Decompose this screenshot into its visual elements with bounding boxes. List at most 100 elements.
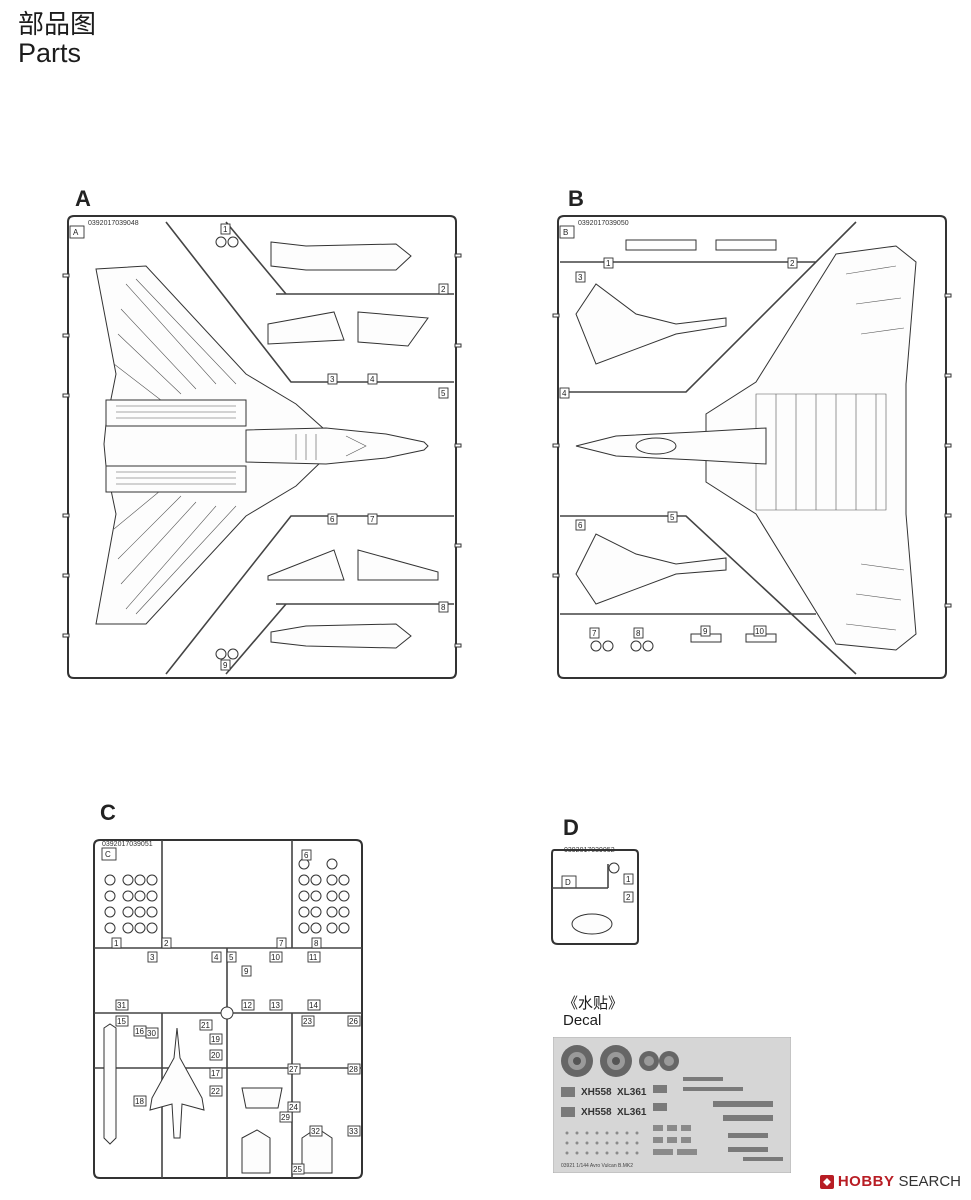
decal-small-stencils	[565, 1125, 697, 1155]
sprue-a-wing-upper	[95, 265, 335, 625]
sprue-b-runners	[560, 221, 857, 675]
sprue-a-runner-diag1	[225, 221, 287, 295]
sprue-a-tag	[69, 225, 85, 239]
sprue-d-runner	[552, 864, 609, 889]
svg-text:6: 6	[304, 851, 309, 860]
sprue-d-frame	[551, 849, 639, 945]
svg-text:21: 21	[201, 1021, 210, 1030]
svg-text:8: 8	[441, 603, 446, 612]
title-english: Parts	[18, 38, 82, 69]
sprue-a-wing-hatching	[113, 278, 237, 615]
svg-text:1: 1	[114, 939, 119, 948]
decal-serials: XH558 XL361 XH558 XL361	[581, 1087, 647, 1118]
decal-markings	[561, 1077, 783, 1161]
svg-text:20: 20	[211, 1051, 220, 1060]
svg-text:22: 22	[211, 1087, 220, 1096]
svg-text:6: 6	[578, 521, 583, 530]
sprue-b-code: 0392017039050	[578, 220, 629, 227]
svg-text:1: 1	[606, 259, 611, 268]
sprue-c-part-block	[241, 1087, 283, 1109]
svg-text:16: 16	[135, 1027, 144, 1036]
svg-text:17: 17	[211, 1069, 220, 1078]
sprue-d-part-1	[608, 862, 620, 874]
sprue-c-code: 0392017039051	[102, 841, 153, 848]
svg-text:32: 32	[311, 1127, 320, 1136]
svg-text:8: 8	[636, 629, 641, 638]
sprue-a: A 0392017039048 1 2 3 4 5 6 7 8 9	[62, 215, 462, 679]
sprue-a-part-3	[267, 311, 345, 345]
sprue-c-center-hub	[220, 1006, 234, 1020]
svg-text:XL361: XL361	[617, 1087, 647, 1098]
svg-text:3: 3	[150, 953, 155, 962]
sprue-d-canopy	[571, 913, 613, 935]
sprue-c-wheels-right	[298, 858, 350, 934]
sprue-b-tag	[559, 225, 575, 239]
sprue-d-label: D	[563, 815, 579, 840]
sprue-c-part-31	[241, 1129, 271, 1174]
svg-text:1: 1	[223, 225, 228, 234]
svg-text:5: 5	[441, 389, 446, 398]
sprue-b-fin-6	[575, 533, 727, 605]
svg-text:2: 2	[626, 893, 631, 902]
svg-text:10: 10	[755, 627, 764, 636]
decal-title-english: Decal	[563, 1012, 602, 1030]
sprue-a-wheel-2	[227, 236, 239, 248]
svg-text:19: 19	[211, 1035, 220, 1044]
decal-sheet: XH558 XL361 XH558 XL361 03921 1/144 Avro…	[553, 1037, 791, 1173]
svg-text:10: 10	[271, 953, 280, 962]
svg-text:7: 7	[370, 515, 375, 524]
sprue-b-part-2	[715, 239, 777, 251]
svg-text:9: 9	[223, 661, 228, 670]
svg-text:3: 3	[578, 273, 583, 282]
sprue-a-code: 0392017039048	[88, 220, 139, 227]
svg-text:1: 1	[626, 875, 631, 884]
svg-text:12: 12	[243, 1001, 252, 1010]
decal-heading: 《水贴》 Decal	[563, 994, 624, 1030]
sprue-b-label: B	[568, 186, 584, 211]
sprue-c-missile	[103, 1023, 117, 1145]
sprue-b-wing-hatching	[755, 265, 905, 631]
sprue-c-wheels-left	[104, 874, 158, 934]
svg-text:33: 33	[349, 1127, 358, 1136]
page-title: 部品图 Parts	[18, 11, 96, 69]
svg-text:8: 8	[314, 939, 319, 948]
watermark-suffix: SEARCH	[898, 1173, 961, 1190]
sprue-a-tag-text: A	[73, 228, 79, 237]
decal-title-chinese: 《水贴》	[563, 994, 624, 1012]
sprue-a-wheel-3	[215, 648, 227, 660]
svg-text:9: 9	[244, 967, 249, 976]
sprue-a-engine-upper	[105, 399, 247, 427]
svg-text:13: 13	[271, 1001, 280, 1010]
svg-text:XH558: XH558	[581, 1087, 612, 1098]
svg-text:2: 2	[790, 259, 795, 268]
svg-text:7: 7	[279, 939, 284, 948]
sprue-c-tag	[101, 847, 117, 861]
svg-text:XH558: XH558	[581, 1107, 612, 1118]
sprue-b-frame	[557, 215, 947, 679]
svg-text:24: 24	[289, 1103, 298, 1112]
svg-text:27: 27	[289, 1065, 298, 1074]
svg-text:4: 4	[562, 389, 567, 398]
sprue-a-part-4	[357, 311, 429, 347]
sprue-a-runner-bottom	[165, 515, 454, 675]
sprue-c: C 0392017039051 1 2 3 4 5 6 7 8 9 10 11 …	[93, 839, 363, 1179]
svg-text:30: 30	[147, 1029, 156, 1038]
svg-text:11: 11	[309, 953, 318, 962]
svg-text:26: 26	[349, 1017, 358, 1026]
sprue-c-frame	[93, 839, 363, 1179]
sprue-c-label: C	[100, 800, 116, 825]
sprue-b-part-1	[625, 239, 697, 251]
svg-text:28: 28	[349, 1065, 358, 1074]
decal-footer: 03921 1/144 Avro Vulcan B.MK2	[561, 1163, 633, 1169]
sprue-d: 0392017039052 D 1 2	[551, 847, 639, 945]
sprue-b-tag-text: B	[563, 228, 568, 237]
sprue-b-wing-lower	[705, 245, 917, 651]
sprue-a-engine-lower	[105, 465, 247, 493]
svg-text:5: 5	[670, 513, 675, 522]
sprue-a-runner-mid	[276, 293, 454, 605]
svg-text:25: 25	[293, 1165, 302, 1174]
sprue-a-wheel-1	[215, 236, 227, 248]
sprue-c-tag-text: C	[105, 850, 111, 859]
sprue-a-part-1	[270, 241, 412, 271]
svg-text:15: 15	[117, 1017, 126, 1026]
